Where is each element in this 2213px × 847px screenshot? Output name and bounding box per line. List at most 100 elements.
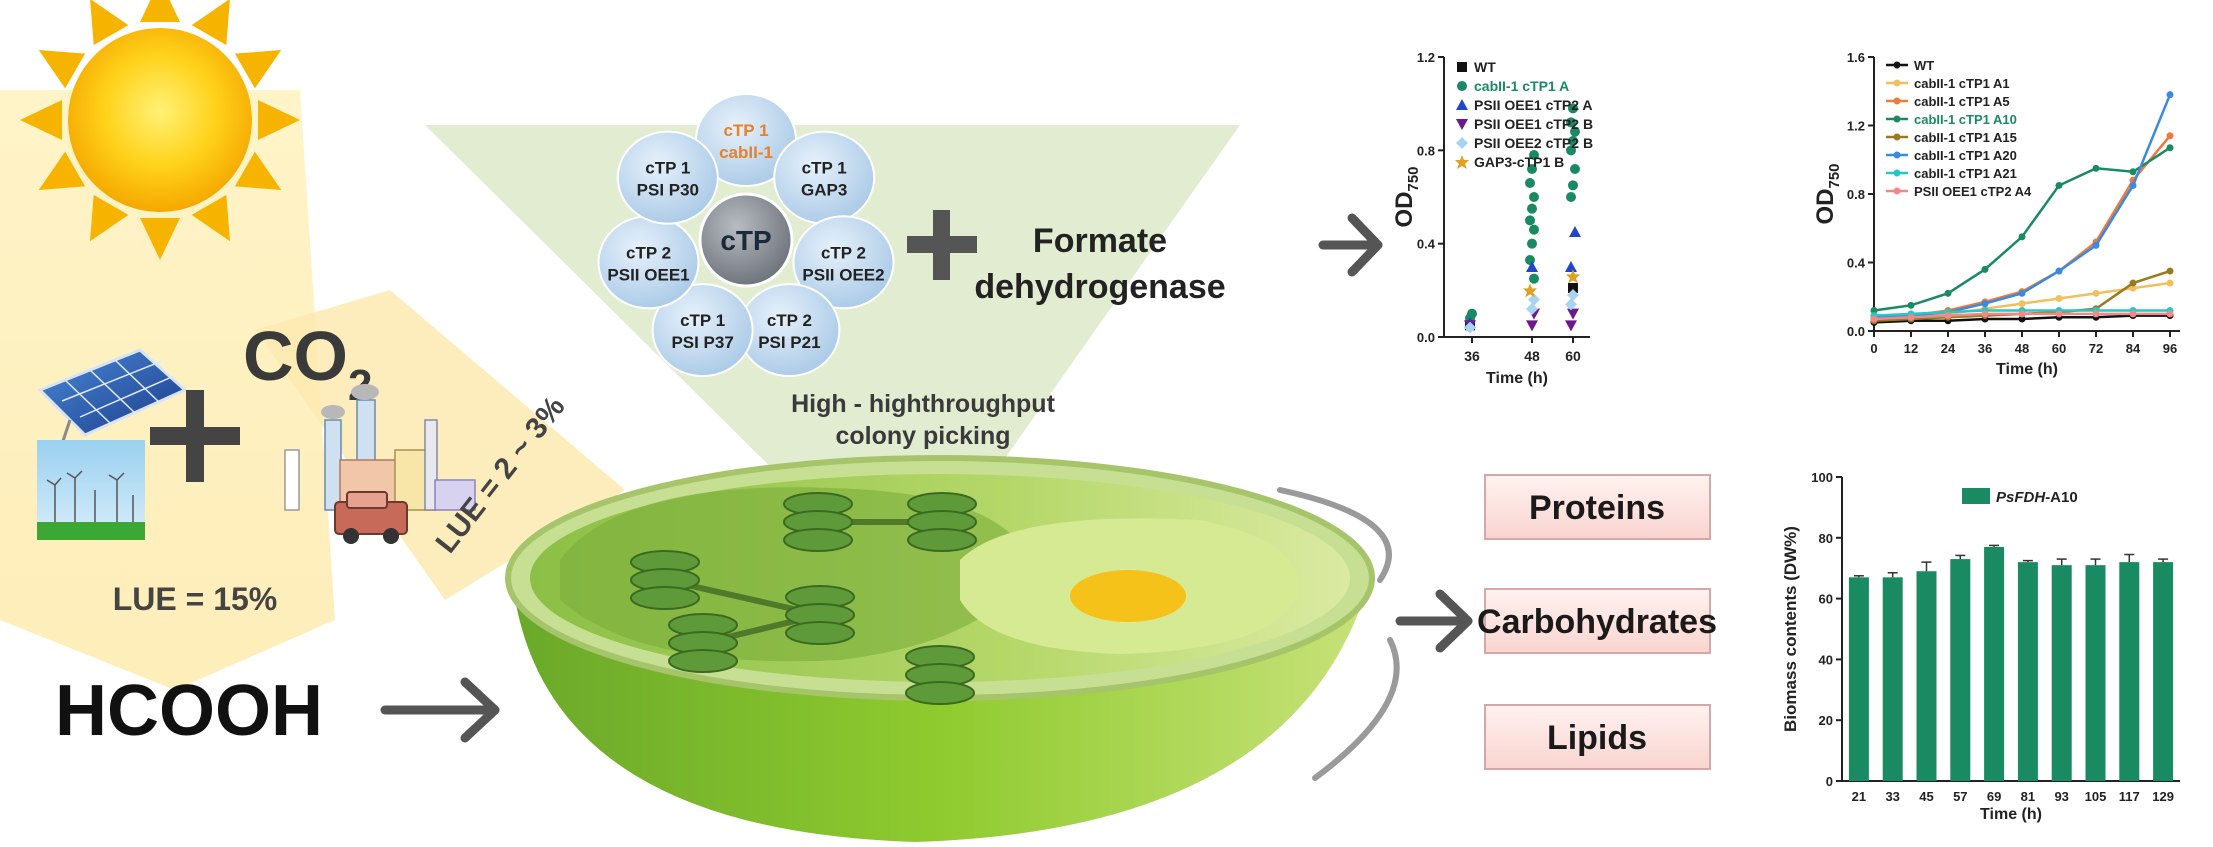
line-series <box>1870 144 2174 314</box>
legend-item: cabII-1 cTP1 A1 <box>1886 76 2010 91</box>
legend-label: cabII-1 cTP1 A20 <box>1914 148 2017 163</box>
scatter-point <box>1568 103 1578 114</box>
x-tick-label: 0 <box>1870 341 1877 356</box>
legend-label: WT <box>1474 59 1496 75</box>
thylakoid-disc <box>668 649 738 673</box>
scatter-point <box>1529 273 1539 284</box>
scatter-point <box>1526 320 1538 332</box>
arrow-to-products <box>1395 589 1473 653</box>
legend-label: cabII-1 cTP1 A5 <box>1914 94 2010 109</box>
thylakoid-disc <box>785 621 855 645</box>
scatter-point <box>1457 81 1467 91</box>
ctp-petal: cTP 1 GAP3 <box>773 130 876 225</box>
y-tick-label: 80 <box>1819 531 1833 546</box>
x-tick-label: 21 <box>1852 789 1866 804</box>
scatter-point <box>1526 303 1538 315</box>
scatter-point <box>1566 117 1576 128</box>
scatter-point <box>1525 178 1535 188</box>
scatter-point <box>1569 226 1581 237</box>
scatter-point <box>1570 126 1580 137</box>
x-tick-label: 33 <box>1885 789 1899 804</box>
lue-band <box>255 290 625 600</box>
scatter-point <box>1566 269 1580 284</box>
y-tick-label: 0.8 <box>1847 187 1865 202</box>
scatter-point <box>1464 321 1476 334</box>
wind-farm-icon <box>37 440 145 540</box>
bar <box>1848 577 1869 781</box>
legend-item: PSII OEE1 cTP2 B <box>1456 116 1593 132</box>
ctp-petal-label: PSI P21 <box>758 333 820 352</box>
line-series <box>1870 310 2174 323</box>
x-tick-label: 96 <box>2163 341 2177 356</box>
solar-panel-icon <box>37 348 188 451</box>
legend-label: PsFDH-A10 <box>1996 489 2078 506</box>
legend-label: WT <box>1914 58 1934 73</box>
scatter-point <box>1456 99 1468 110</box>
ctp-center <box>698 192 794 288</box>
thylakoid-disc <box>783 528 853 552</box>
line-point <box>2129 284 2137 292</box>
sun-icon <box>20 0 300 260</box>
scatter-point <box>1567 289 1579 301</box>
scatter-point <box>1456 137 1468 149</box>
y-tick-label: 40 <box>1819 652 1833 667</box>
scatter-point <box>1566 192 1576 202</box>
line-point <box>2055 310 2063 318</box>
legend-label: PSII OEE2 cTP2 B <box>1474 135 1593 151</box>
y-axis-label: Biomass contents (DW%) <box>1781 526 1800 732</box>
scatter-point <box>1568 180 1578 191</box>
light-energy-area: CO2 LUE = 2 ~ 3% LUE = 15% HCOOH <box>0 0 625 751</box>
microalga-cell <box>505 455 1400 842</box>
scatter-point <box>1565 320 1577 332</box>
line-point <box>2055 267 2063 275</box>
x-tick-label: 69 <box>1987 789 2001 804</box>
y-tick-label: 1.6 <box>1847 50 1865 65</box>
thylakoid-disc <box>905 681 975 705</box>
legend-item: PSII OEE2 cTP2 B <box>1456 135 1593 151</box>
scatter-series <box>1523 269 1580 298</box>
line-point <box>2166 144 2174 152</box>
x-tick-label: 24 <box>1941 341 1956 356</box>
line-point <box>1870 306 1878 314</box>
legend-label: cabII-1 cTP1 A <box>1474 78 1569 94</box>
line-point <box>2166 267 2174 275</box>
legend-label: PSII OEE1 cTP2 A4 <box>1914 184 2032 199</box>
x-axis-label: Time (h) <box>1996 361 2058 378</box>
scatter-point <box>1456 119 1468 130</box>
x-tick-label: 129 <box>2152 789 2174 804</box>
x-axis-label: Time (h) <box>1980 806 2042 823</box>
scatter-point <box>1565 298 1577 311</box>
thylakoid-disc <box>907 528 977 552</box>
line-point <box>2092 241 2100 249</box>
ctp-petal-label: PSI P37 <box>671 333 733 352</box>
ctp-petal-label: GAP3 <box>801 181 847 200</box>
formate-label-1: Formate <box>1033 222 1167 260</box>
ctp-petal-label: cTP 1 <box>802 159 847 178</box>
x-tick-label: 93 <box>2054 789 2068 804</box>
bar <box>1984 546 2005 781</box>
ctp-petal-label: cTP 2 <box>767 311 812 330</box>
y-tick-label: 0.0 <box>1847 324 1865 339</box>
line-point <box>2129 168 2137 176</box>
ctp-petal-label: cTP 2 <box>626 243 671 262</box>
bar <box>2153 562 2174 781</box>
legend-label: cabII-1 cTP1 A21 <box>1914 166 2017 181</box>
line-point <box>1981 310 1989 318</box>
x-tick-label: 12 <box>1904 341 1918 356</box>
scatter-series <box>1464 289 1579 334</box>
scatter-point <box>1528 293 1540 306</box>
line-point <box>2166 310 2174 318</box>
ctp-petal: cTP 2 PSI P21 <box>738 283 841 378</box>
car-icon <box>334 491 408 544</box>
scatter-point <box>1525 215 1535 226</box>
line-point <box>1944 289 1952 297</box>
ctp-petal-label: PSII OEE2 <box>802 265 884 284</box>
scatter-point <box>1457 62 1467 72</box>
x-tick-label: 84 <box>2126 341 2141 356</box>
legend-item: PsFDH-A10 <box>1962 488 2078 506</box>
x-tick-label: 45 <box>1919 789 1933 804</box>
